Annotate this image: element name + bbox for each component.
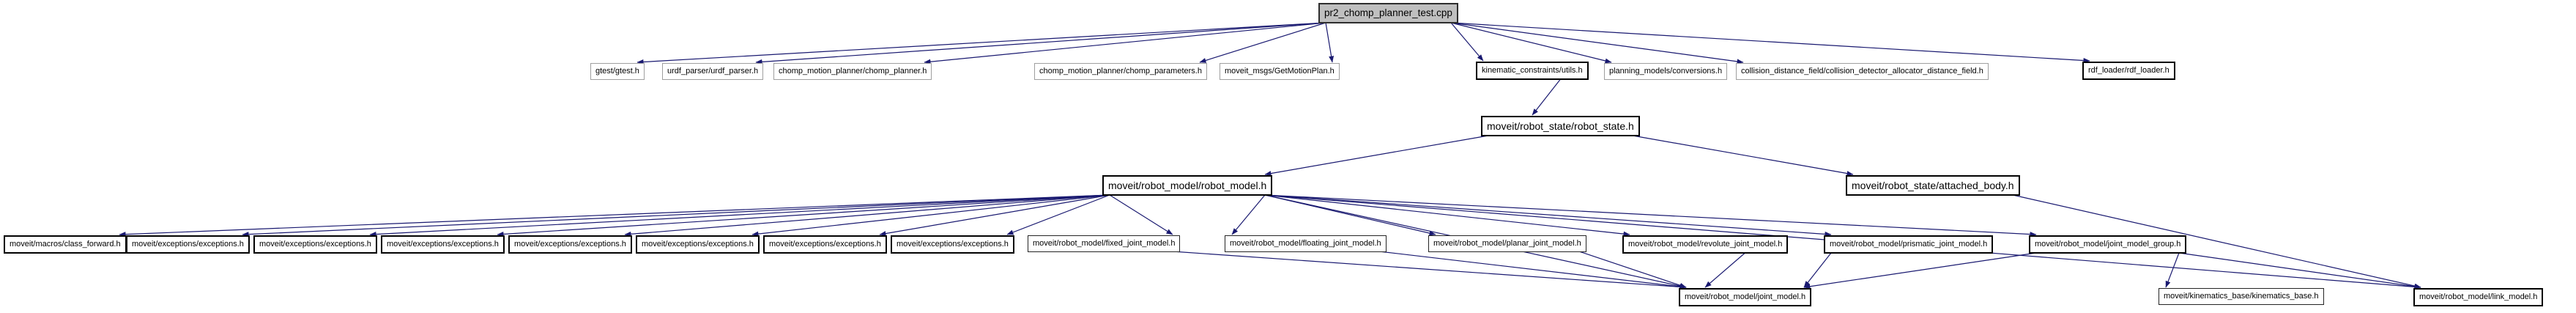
graph-node-rdf[interactable]: rdf_loader/rdf_loader.h xyxy=(2082,62,2175,80)
graph-edge-robotmodel-to-fixed xyxy=(1109,194,1173,235)
graph-node-planar[interactable]: moveit/robot_model/planar_joint_model.h xyxy=(1428,235,1586,252)
graph-edge-revolute-to-jointmodel xyxy=(1704,252,1745,288)
graph-node-prismatic[interactable]: moveit/robot_model/prismatic_joint_model… xyxy=(1824,235,1994,254)
graph-edge-planar-to-jointmodel xyxy=(1578,251,1687,288)
graph-edge-utils-to-robotstate xyxy=(1532,78,1561,116)
graph-node-linkmodel[interactable]: moveit/robot_model/link_model.h xyxy=(2413,288,2544,306)
graph-node-chompparams[interactable]: chomp_motion_planner/chomp_parameters.h xyxy=(1034,63,1207,80)
graph-node-utils[interactable]: kinematic_constraints/utils.h xyxy=(1476,62,1589,80)
graph-node-jmg[interactable]: moveit/robot_model/joint_model_group.h xyxy=(2029,235,2187,254)
graph-edge-robotmodel-to-exc3 xyxy=(497,194,1110,237)
graph-edge-robotmodel-to-jmg xyxy=(1264,194,2037,237)
graph-node-exc4[interactable]: moveit/exceptions/exceptions.h xyxy=(508,235,632,254)
graph-edge-robotmodel-to-exc5 xyxy=(751,194,1110,237)
graph-edge-root-to-gtest xyxy=(636,22,1326,65)
graph-edge-robotmodel-to-exc1 xyxy=(242,194,1110,237)
graph-edge-root-to-conversions xyxy=(1450,22,1612,64)
graph-node-jointmodel[interactable]: moveit/robot_model/joint_model.h xyxy=(1679,288,1812,306)
graph-edge-root-to-utils xyxy=(1450,22,1484,62)
graph-edge-prismatic-to-jointmodel xyxy=(1803,252,1832,288)
graph-edge-floating-to-jointmodel xyxy=(1378,251,1687,290)
graph-edge-root-to-rdf xyxy=(1450,22,2090,63)
graph-node-classforward[interactable]: moveit/macros/class_forward.h xyxy=(4,235,127,254)
graph-edge-robotmodel-to-planar xyxy=(1264,194,1436,236)
graph-node-urdf[interactable]: urdf_parser/urdf_parser.h xyxy=(662,63,764,80)
graph-edge-robotstate-to-robotmodel xyxy=(1264,135,1489,176)
graph-node-exc2[interactable]: moveit/exceptions/exceptions.h xyxy=(253,235,377,254)
graph-edge-root-to-chompparams xyxy=(1199,22,1326,63)
graph-node-chompplanner[interactable]: chomp_motion_planner/chomp_planner.h xyxy=(773,63,932,80)
graph-edge-robotmodel-to-exc2 xyxy=(369,194,1110,237)
graph-edge-robotmodel-to-floating xyxy=(1231,194,1266,235)
graph-node-exc5[interactable]: moveit/exceptions/exceptions.h xyxy=(636,235,760,254)
graph-edge-robotmodel-to-classforward xyxy=(119,194,1110,237)
graph-node-exc1[interactable]: moveit/exceptions/exceptions.h xyxy=(126,235,250,254)
graph-edge-robotmodel-to-exc4 xyxy=(624,194,1110,237)
graph-edge-robotmodel-to-exc6 xyxy=(879,194,1110,237)
graph-edge-robotmodel-to-exc7 xyxy=(1006,194,1110,235)
graph-edge-robotmodel-to-prismatic xyxy=(1264,194,1832,237)
graph-node-getmotionplan[interactable]: moveit_msgs/GetMotionPlan.h xyxy=(1220,63,1340,80)
graph-node-exc7[interactable]: moveit/exceptions/exceptions.h xyxy=(891,235,1014,254)
graph-edge-jmg-to-kinbase xyxy=(2165,252,2180,288)
graph-node-floating[interactable]: moveit/robot_model/floating_joint_model.… xyxy=(1225,235,1387,252)
graph-edge-jmg-to-linkmodel xyxy=(2178,252,2421,290)
graph-node-robotstate[interactable]: moveit/robot_state/robot_state.h xyxy=(1481,116,1640,137)
graph-node-root: pr2_chomp_planner_test.cpp xyxy=(1318,3,1458,23)
graph-edge-root-to-getmotionplan xyxy=(1325,22,1335,63)
graph-node-fixed[interactable]: moveit/robot_model/fixed_joint_model.h xyxy=(1028,235,1181,252)
graph-node-collision[interactable]: collision_distance_field/collision_detec… xyxy=(1736,63,1989,80)
graph-node-exc3[interactable]: moveit/exceptions/exceptions.h xyxy=(381,235,505,254)
graph-edge-jmg-to-jointmodel xyxy=(1803,252,2037,290)
graph-node-revolute[interactable]: moveit/robot_model/revolute_joint_model.… xyxy=(1622,235,1789,254)
graph-node-gtest[interactable]: gtest/gtest.h xyxy=(590,63,645,80)
graph-node-exc6[interactable]: moveit/exceptions/exceptions.h xyxy=(763,235,887,254)
graph-node-robotmodel[interactable]: moveit/robot_model/robot_model.h xyxy=(1102,175,1273,196)
graph-node-conversions[interactable]: planning_models/conversions.h xyxy=(1604,63,1728,80)
graph-edge-fixed-to-jointmodel xyxy=(1172,251,1687,290)
graph-edge-robotmodel-to-revolute xyxy=(1264,194,1630,237)
graph-edge-root-to-chompplanner xyxy=(924,22,1326,65)
graph-node-attachedbody[interactable]: moveit/robot_state/attached_body.h xyxy=(1846,175,2020,196)
graph-node-kinbase[interactable]: moveit/kinematics_base/kinematics_base.h xyxy=(2159,288,2324,305)
graph-edge-robotstate-to-attachedbody xyxy=(1632,135,1854,176)
graph-edge-root-to-urdf xyxy=(755,22,1326,65)
graph-edge-root-to-collision xyxy=(1450,22,1744,65)
